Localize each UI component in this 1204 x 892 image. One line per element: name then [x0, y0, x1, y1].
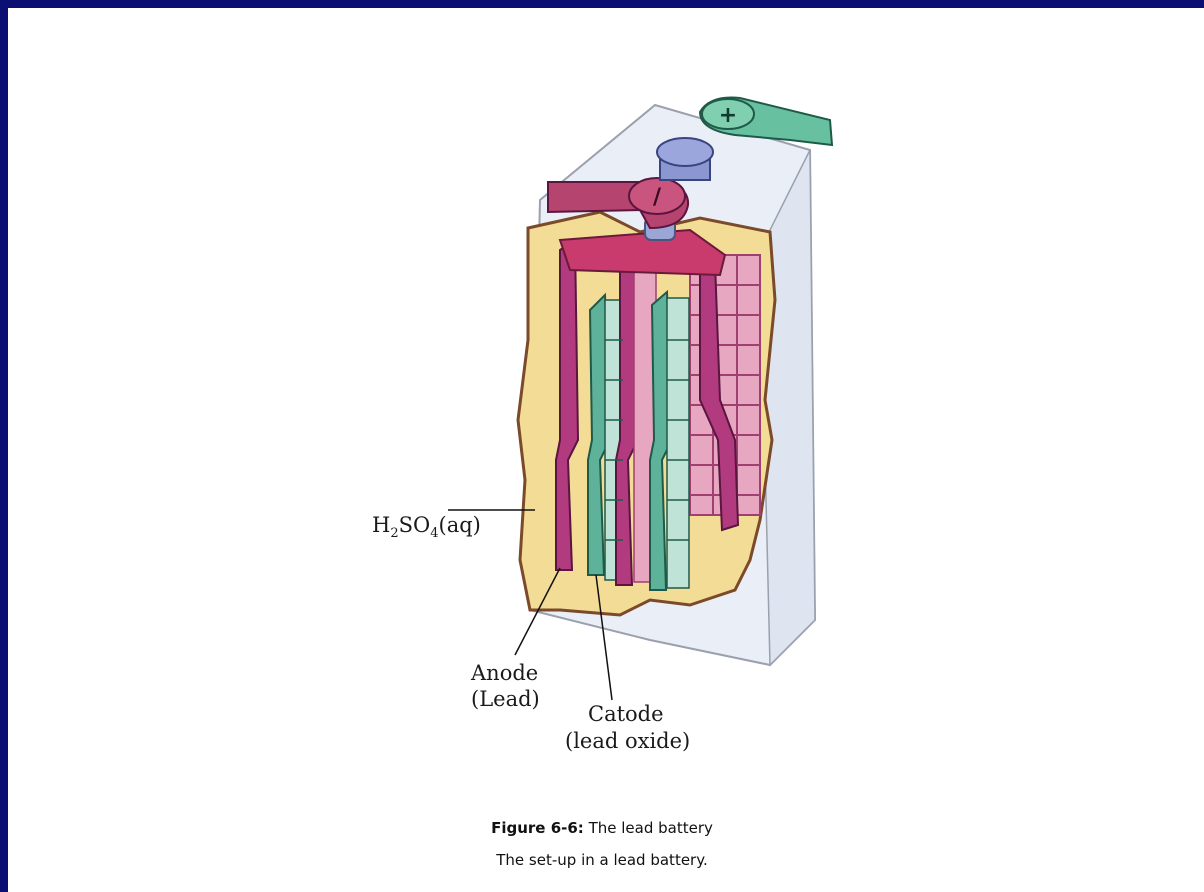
- electrolyte-label: H2SO4(aq): [372, 513, 481, 541]
- anode-label-line2: (Lead): [471, 687, 540, 711]
- anode-label-line1: Anode: [470, 661, 538, 685]
- cathode-label-line1: Catode: [588, 702, 664, 726]
- positive-terminal-sign: +: [719, 103, 737, 128]
- figure-caption-title: Figure 6-6: The lead battery: [0, 819, 1204, 837]
- vent-cap: [657, 138, 713, 180]
- negative-terminal-sign: /: [653, 185, 662, 210]
- figure-number: Figure 6-6:: [491, 819, 584, 837]
- figure-title: The lead battery: [584, 819, 713, 837]
- cathode-label-line2: (lead oxide): [565, 729, 690, 753]
- cathode-plate-2: [650, 292, 689, 590]
- figure-caption-description: The set-up in a lead battery.: [0, 851, 1204, 869]
